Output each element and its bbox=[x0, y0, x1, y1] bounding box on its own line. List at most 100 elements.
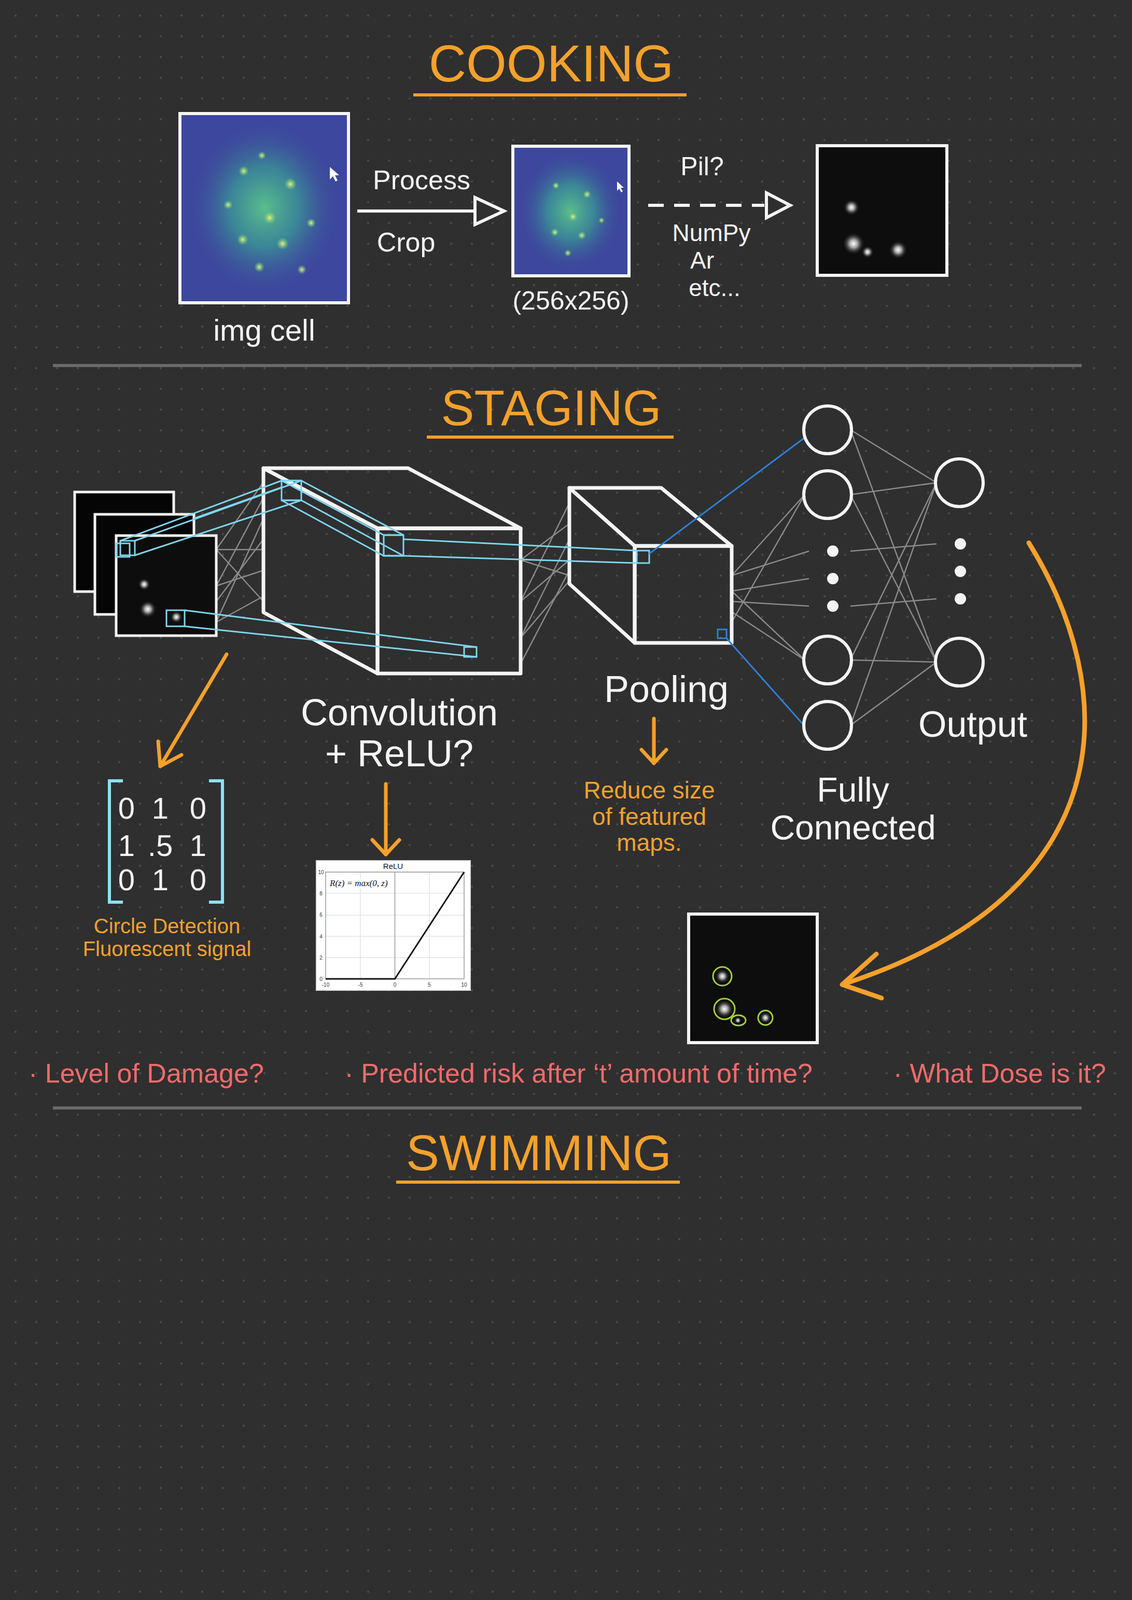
spot bbox=[550, 228, 559, 237]
pool-link bbox=[726, 638, 810, 733]
fluorescent-blob bbox=[138, 600, 157, 619]
tool-label: Ar bbox=[690, 247, 715, 274]
neuron bbox=[935, 638, 984, 687]
tick-label: 5 bbox=[427, 982, 431, 988]
fluorescent-blob bbox=[715, 999, 734, 1019]
spot bbox=[552, 182, 560, 190]
chart-title: ReLU bbox=[383, 862, 403, 872]
cube-face bbox=[377, 528, 521, 674]
arrow-head bbox=[842, 954, 882, 999]
matrix-cell: 0 bbox=[118, 791, 135, 826]
spot bbox=[223, 200, 233, 210]
section-heading: STAGING bbox=[441, 380, 662, 436]
image-caption: (256x256) bbox=[512, 285, 630, 316]
neurons bbox=[803, 406, 984, 750]
process-arrow bbox=[357, 197, 505, 225]
spot bbox=[564, 249, 572, 257]
network-line bbox=[520, 560, 570, 576]
kernel bbox=[281, 480, 302, 501]
relu-chart bbox=[316, 860, 471, 991]
fluorescent-blob bbox=[170, 610, 183, 624]
cropped-cell-image bbox=[514, 147, 628, 275]
cell-glow bbox=[517, 150, 624, 273]
network-line bbox=[850, 429, 937, 483]
cube-face bbox=[569, 487, 635, 644]
dot bbox=[954, 593, 967, 605]
heading-underline bbox=[396, 1180, 680, 1184]
kernel bbox=[636, 550, 650, 564]
tool-label: NumPy bbox=[672, 219, 751, 247]
question: · Level of Damage? bbox=[28, 1057, 264, 1089]
network-line bbox=[520, 539, 570, 638]
kernel bbox=[166, 610, 185, 627]
section-heading: SWIMMING bbox=[406, 1125, 672, 1181]
matrix-cell: .5 bbox=[147, 829, 173, 863]
network-line bbox=[216, 518, 264, 623]
network-line bbox=[850, 598, 937, 607]
network-line bbox=[731, 494, 805, 623]
question: · Predicted risk after ‘t’ amount of tim… bbox=[344, 1057, 813, 1089]
result-image bbox=[688, 914, 818, 1043]
kernel-line bbox=[403, 555, 637, 564]
tick-label: 2 bbox=[319, 954, 323, 961]
arrow-head bbox=[372, 840, 400, 855]
network-line bbox=[216, 497, 264, 586]
fluorescent-blob bbox=[888, 240, 908, 260]
neuron bbox=[935, 458, 984, 507]
input-image bbox=[116, 535, 217, 636]
spot bbox=[568, 212, 578, 222]
fluorescent-blob bbox=[734, 1016, 742, 1025]
tick-label: -5 bbox=[358, 982, 363, 988]
mouse-cursor bbox=[329, 166, 340, 182]
image-box: (256x256) bbox=[511, 144, 631, 278]
tick-label: 6 bbox=[319, 912, 323, 918]
kernel-line bbox=[193, 487, 282, 519]
detection-circle bbox=[713, 967, 732, 986]
network-line bbox=[850, 482, 937, 495]
image-frame bbox=[688, 914, 818, 1043]
network-line bbox=[216, 549, 264, 602]
note: Reduce size of featured maps. bbox=[574, 777, 725, 857]
detection-circle bbox=[758, 1010, 773, 1026]
bracket bbox=[208, 780, 223, 903]
matrix-cell: 1 bbox=[189, 829, 207, 863]
heading-underline bbox=[426, 435, 674, 439]
arrow-head bbox=[641, 749, 667, 764]
network-line bbox=[216, 570, 264, 586]
network-line bbox=[850, 660, 937, 663]
spot bbox=[254, 261, 265, 273]
detection-circle bbox=[731, 1015, 746, 1026]
network-line bbox=[850, 482, 937, 726]
spot bbox=[577, 231, 586, 240]
kernel-line bbox=[134, 500, 302, 556]
callout-arrow bbox=[652, 718, 656, 764]
tick-label: 4 bbox=[319, 933, 323, 940]
pool-cell bbox=[717, 629, 727, 639]
cube-face bbox=[263, 468, 521, 529]
arrow-head bbox=[474, 197, 505, 225]
kernel-line bbox=[184, 626, 477, 658]
cell-glow bbox=[186, 118, 343, 297]
result-arrow bbox=[845, 542, 1085, 984]
layer-label: Pooling bbox=[604, 668, 729, 710]
kernel-line bbox=[120, 480, 282, 541]
callout-arrow bbox=[384, 784, 388, 855]
neuron bbox=[803, 701, 852, 750]
matrix-cell: 1 bbox=[118, 829, 135, 863]
callout-arrow bbox=[160, 654, 227, 767]
kernel-prism bbox=[281, 500, 404, 556]
note: Circle Detection Fluorescent signal bbox=[63, 914, 271, 961]
image-ground bbox=[181, 115, 347, 302]
spot bbox=[582, 190, 592, 199]
network-line bbox=[216, 596, 264, 623]
fluorescent-blob bbox=[843, 199, 860, 216]
spot bbox=[306, 218, 316, 228]
spot bbox=[236, 233, 249, 246]
section-heading: COOKING bbox=[428, 34, 674, 92]
fluorescent-blob bbox=[861, 245, 874, 259]
arrow-line bbox=[357, 209, 475, 213]
network-line bbox=[520, 580, 570, 638]
image-caption: img cell bbox=[213, 312, 316, 348]
